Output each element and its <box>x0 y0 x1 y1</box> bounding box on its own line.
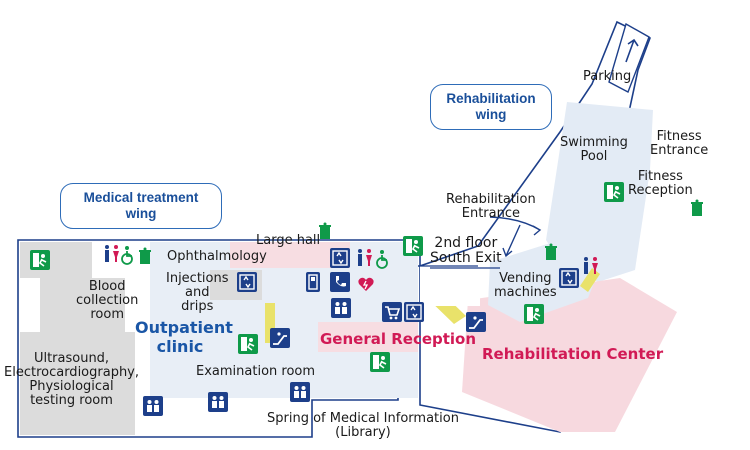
general-reception-label: General Reception <box>320 330 477 348</box>
rehab-entrance-label: Rehabilitation Entrance <box>446 192 536 221</box>
swimming-pool-label: Swimming Pool <box>560 135 628 164</box>
trash-icon <box>138 246 152 266</box>
aed-icon <box>356 274 376 294</box>
parking-lane <box>608 22 650 93</box>
trash-icon <box>318 221 332 241</box>
trash-icon <box>690 198 704 218</box>
rehab-upper-zone <box>546 102 653 282</box>
escalator-main <box>265 303 275 343</box>
parking-arrow-icon <box>625 38 639 63</box>
rehab-lobby-zone <box>488 240 600 322</box>
shopping-cart-icon <box>382 302 402 322</box>
waiting-area-icon <box>208 392 228 412</box>
south-exit-label: 2nd floor South Exit <box>430 235 502 266</box>
ophthalmology-label: Ophthalmology <box>167 249 267 264</box>
emergency-exit-icon <box>524 304 544 324</box>
rehab-wing-label: Rehabilitation wing <box>430 84 552 130</box>
fitness-reception-label: Fitness Reception <box>628 169 693 198</box>
outpatient-clinic-label: Outpatient clinic <box>135 318 233 356</box>
restroom-icon <box>582 256 600 276</box>
accessible-restroom-icon <box>376 249 390 269</box>
emergency-exit-icon <box>370 352 390 372</box>
accessible-restroom-icon <box>121 245 135 265</box>
east-bridge <box>420 266 480 306</box>
waiting-area-icon <box>331 298 351 318</box>
medical-wing-label: Medical treatment wing <box>60 183 222 229</box>
emergency-exit-icon <box>403 236 423 256</box>
large-hall-label: Large hall <box>256 233 321 248</box>
emergency-exit-icon <box>604 182 624 202</box>
elevator-icon <box>404 302 424 322</box>
vending-machines-label: Vending machines <box>494 271 557 300</box>
waiting-area-icon <box>143 396 163 416</box>
blood-room <box>40 278 125 334</box>
ultrasound-room <box>20 332 135 435</box>
restroom-icon <box>356 248 374 268</box>
rehab-entrance-arrow <box>489 216 542 236</box>
trash-icon <box>544 242 558 262</box>
reception-zone <box>318 322 418 352</box>
emergency-exit-icon <box>30 250 50 270</box>
ultrasound-label: Ultrasound, Electrocardiography, Physiol… <box>4 351 140 408</box>
elevator-icon <box>559 268 579 288</box>
fitness-entrance-label: Fitness Entrance <box>650 129 709 158</box>
examination-room-label: Examination room <box>196 364 316 379</box>
injections-label: Injections and drips <box>166 271 229 314</box>
atm-icon <box>306 272 320 292</box>
parking-label: Parking <box>583 69 632 84</box>
escalator-icon <box>466 312 486 332</box>
elevator-icon <box>330 248 350 268</box>
emergency-exit-icon <box>238 334 258 354</box>
elevator-icon <box>237 272 257 292</box>
blood-collection-label: Blood collection room <box>76 279 139 322</box>
phone-icon <box>330 272 350 292</box>
rehabilitation-center-label: Rehabilitation Center <box>482 345 664 363</box>
escalator-icon <box>270 328 290 348</box>
rehab-entrance-arrow-2 <box>502 224 521 258</box>
waiting-area-icon <box>290 382 310 402</box>
library-label: Spring of Medical Information (Library) <box>267 411 459 440</box>
restroom-icon <box>103 244 121 264</box>
